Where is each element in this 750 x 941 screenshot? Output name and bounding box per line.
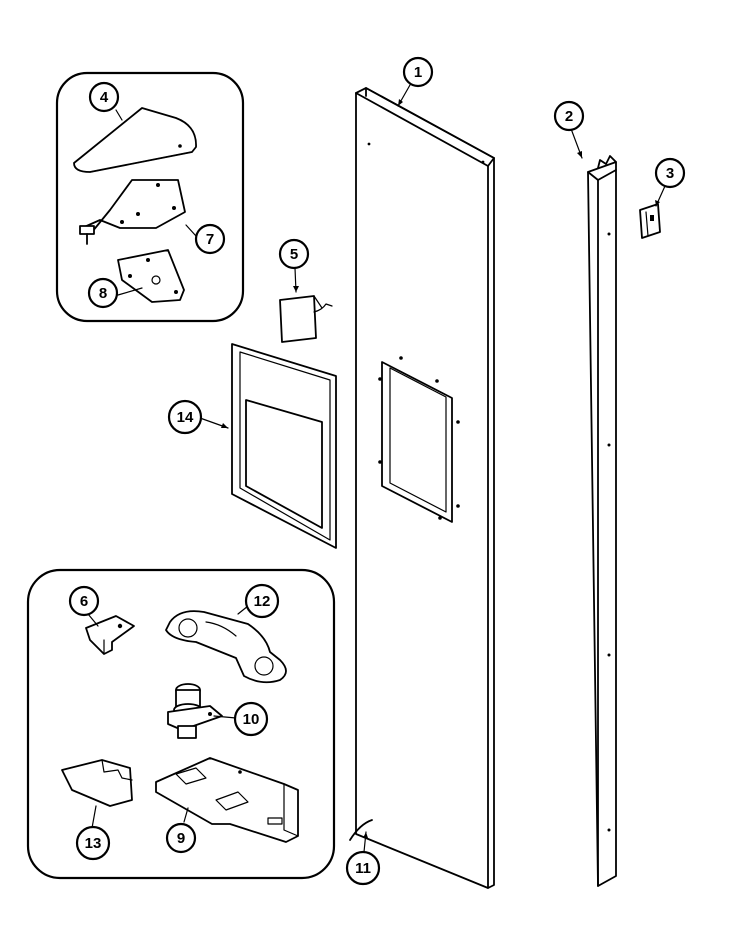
callout-label: 2 [565,108,573,125]
lower-hinge-cover [61,759,133,807]
hinge-shim [117,249,185,303]
callout-label: 6 [80,593,88,610]
callout-10: 10 [233,701,269,737]
callout-7: 7 [194,223,226,255]
callout-label: 8 [99,285,107,302]
dispenser-frame [231,343,337,549]
hinge-plate-bushing [165,610,287,684]
callout-label: 4 [100,89,109,106]
callout-3: 3 [654,157,686,189]
callout-label: 13 [85,835,102,852]
callout-14: 14 [167,399,203,435]
callout-label: 14 [177,409,194,426]
trim-clip [639,203,661,239]
callout-13: 13 [75,825,111,861]
bottom-hinge [155,757,299,843]
callout-9: 9 [165,822,197,854]
leader-lines [87,84,666,853]
callout-11: 11 [345,850,381,886]
callout-label: 11 [355,860,371,877]
callout-label: 5 [290,246,298,263]
hinge-group-box-bottom [26,568,336,880]
callout-label: 10 [243,711,260,728]
electronic-module [279,295,333,343]
callout-label: 3 [666,165,674,182]
callout-label: 9 [177,830,185,847]
hinge-group-box-top [55,71,245,323]
door-clip [349,819,373,841]
callout-2: 2 [553,100,585,132]
callout-4: 4 [88,81,120,113]
handle-trim [587,155,617,887]
callout-8: 8 [87,277,119,309]
callout-label: 1 [414,64,422,81]
callout-label: 12 [254,593,271,610]
hinge-cover [73,107,197,173]
callout-5: 5 [278,238,310,270]
callout-label: 7 [206,231,214,248]
small-bracket [85,615,135,655]
top-hinge [79,179,186,245]
callout-12: 12 [244,583,280,619]
callout-6: 6 [68,585,100,617]
callout-1: 1 [402,56,434,88]
hinge-pin [167,683,223,739]
door-panel [355,87,495,889]
